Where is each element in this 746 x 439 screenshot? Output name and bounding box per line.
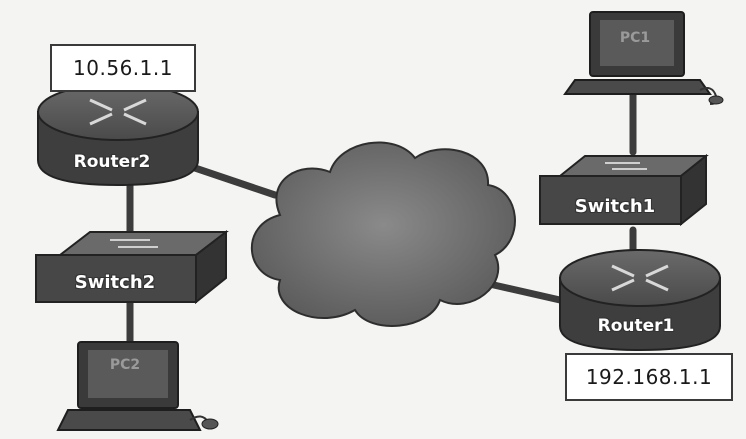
link-router2-cloud bbox=[191, 164, 279, 199]
pc1-label: PC1 bbox=[619, 30, 651, 46]
switch1 bbox=[539, 153, 709, 227]
router1-label: Router1 bbox=[597, 316, 675, 336]
link-cloud-router1 bbox=[481, 279, 564, 304]
switch2-label: Switch2 bbox=[74, 272, 156, 293]
wan-cloud bbox=[250, 141, 516, 327]
router1-address-label: 192.168.1.1 bbox=[565, 353, 733, 401]
router1 bbox=[559, 249, 721, 352]
pc1 bbox=[563, 11, 724, 105]
pc2 bbox=[56, 341, 219, 431]
links bbox=[126, 86, 637, 349]
router2-label: Router2 bbox=[73, 152, 151, 172]
router2-address-label: 10.56.1.1 bbox=[50, 44, 196, 92]
switch1-label: Switch1 bbox=[574, 196, 656, 217]
switch2 bbox=[35, 229, 229, 305]
pc2-label: PC2 bbox=[109, 357, 141, 373]
